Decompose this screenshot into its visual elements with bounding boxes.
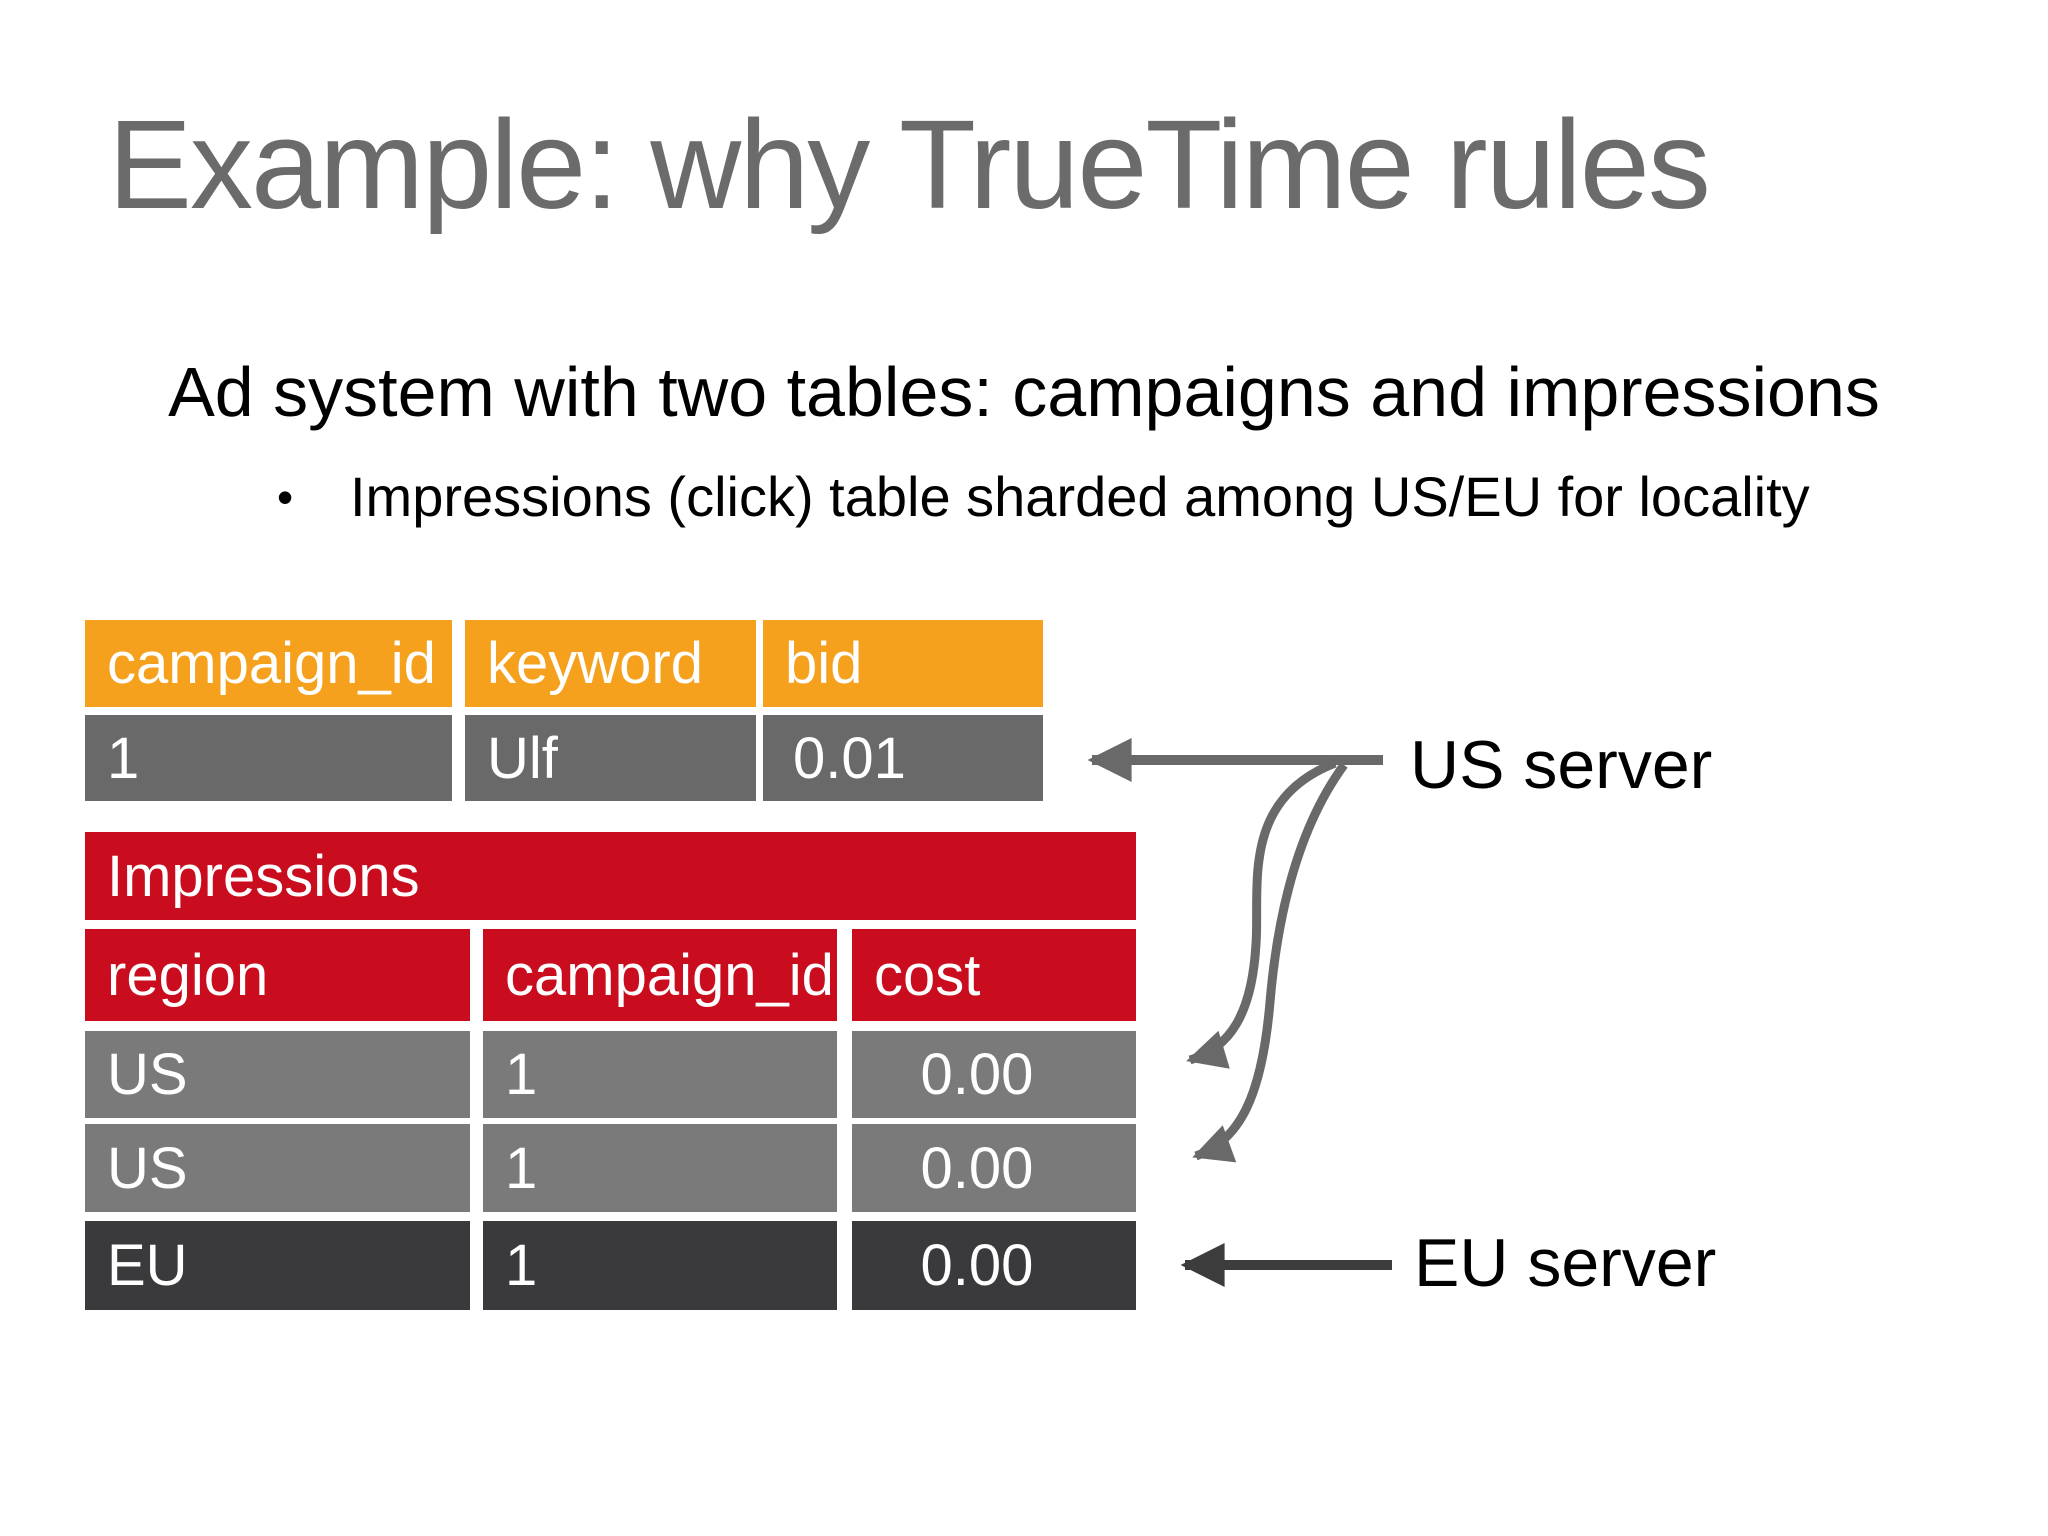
impressions-row1-region: US: [85, 1031, 470, 1118]
impressions-row2-region: US: [85, 1124, 470, 1212]
impressions-row3-cost: 0.00: [852, 1221, 1136, 1310]
bullet-item: • Impressions (click) table sharded amon…: [277, 462, 1810, 532]
us-arrow-impressions-row2: [1192, 762, 1348, 1163]
impressions-header-region: region: [85, 929, 470, 1021]
impressions-title-bar: Impressions: [85, 832, 1136, 920]
impressions-row2-cost: 0.00: [852, 1124, 1136, 1212]
impressions-header-campaign-id: campaign_id: [483, 929, 837, 1021]
us-arrow-impressions-row1: [1186, 758, 1337, 1069]
page-title: Example: why TrueTime rules: [108, 94, 1711, 235]
impressions-row1-cost: 0.00: [852, 1031, 1136, 1118]
campaigns-cell-campaign-id: 1: [85, 715, 452, 801]
campaigns-cell-keyword: Ulf: [465, 715, 756, 801]
impressions-row1-campaign-id: 1: [483, 1031, 837, 1118]
campaigns-cell-bid: 0.01: [763, 715, 1043, 801]
bullet-text: Impressions (click) table sharded among …: [350, 465, 1810, 528]
us-server-label: US server: [1410, 727, 1713, 803]
eu-server-label: EU server: [1414, 1225, 1717, 1301]
campaigns-header-keyword: keyword: [465, 620, 756, 707]
impressions-row3-region: EU: [85, 1221, 470, 1310]
campaigns-header-campaign-id: campaign_id: [85, 620, 452, 707]
campaigns-header-bid: bid: [763, 620, 1043, 707]
bullet-icon: •: [277, 471, 294, 523]
slide-subtitle: Ad system with two tables: campaigns and…: [168, 353, 1880, 431]
impressions-row3-campaign-id: 1: [483, 1221, 837, 1310]
impressions-header-cost: cost: [852, 929, 1136, 1021]
impressions-row2-campaign-id: 1: [483, 1124, 837, 1212]
